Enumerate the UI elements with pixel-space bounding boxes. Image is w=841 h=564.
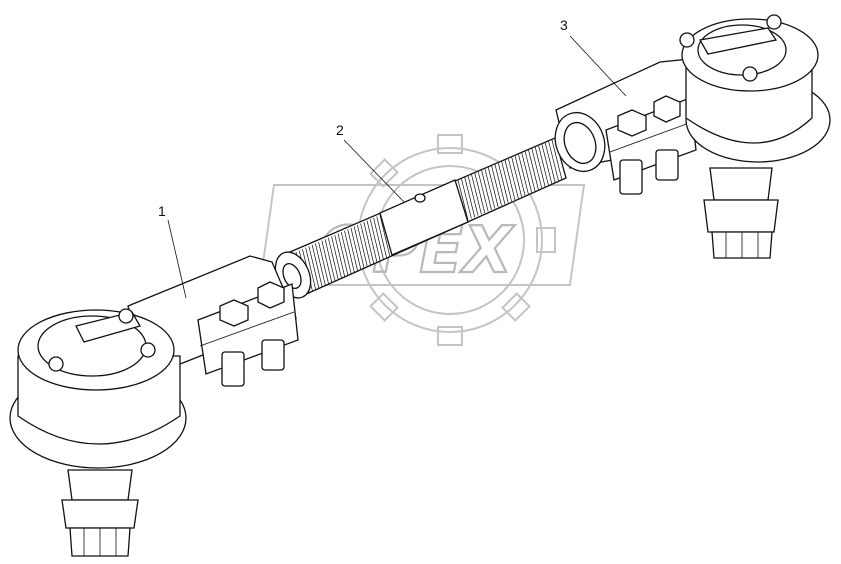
thread-line	[350, 227, 362, 270]
clamp-bolt-right	[617, 95, 681, 195]
leader-line-3	[569, 35, 627, 97]
part-3-right-tie-rod-end	[554, 14, 831, 259]
thread-line	[321, 240, 333, 283]
clamp-bolt-left	[219, 281, 285, 387]
thread-line	[461, 178, 472, 219]
thread-line	[334, 234, 346, 278]
thread-line	[521, 152, 533, 193]
thread-line	[327, 237, 339, 280]
thread-line	[363, 222, 375, 265]
callout-2: 2	[336, 122, 405, 203]
thread-line	[324, 239, 336, 282]
ball-stud-left	[67, 469, 133, 501]
thread-line	[347, 229, 359, 272]
thread-line	[528, 149, 539, 191]
cover-bolt-left-3	[140, 342, 156, 358]
thread-line	[305, 247, 317, 290]
thread-line	[484, 168, 496, 209]
thread-line	[481, 169, 492, 211]
thread-line	[357, 224, 368, 268]
thread-line	[494, 164, 506, 205]
thread-line	[467, 175, 479, 216]
thread-line	[504, 159, 516, 201]
thread-line	[501, 161, 512, 202]
thread-line	[491, 165, 502, 206]
thread-line	[544, 142, 556, 183]
thread-line	[464, 177, 476, 218]
thread-line	[534, 147, 546, 188]
thread-line	[538, 145, 549, 186]
thread-line	[315, 243, 326, 286]
thread-line	[511, 157, 523, 198]
thread-line	[531, 148, 543, 189]
thread-line	[340, 231, 352, 275]
thread-section-right	[457, 139, 563, 221]
thread-line	[487, 167, 499, 208]
thread-line	[524, 151, 536, 192]
callout-3: 3	[560, 17, 627, 97]
part-2-adjusting-tube	[274, 137, 567, 299]
thread-line	[366, 220, 378, 263]
ball-stud-right	[709, 167, 773, 201]
thread-line	[518, 154, 529, 195]
thread-line	[551, 139, 563, 181]
thread-line	[308, 246, 320, 289]
cover-bolt-right-2	[766, 14, 782, 30]
thread-line	[457, 179, 469, 221]
thread-line	[379, 214, 391, 258]
thread-line	[331, 236, 342, 279]
thread-line	[508, 158, 519, 199]
thread-line	[369, 219, 381, 262]
thread-line	[353, 226, 365, 269]
cover-bolt-left-2	[118, 308, 134, 324]
callout-1: 1	[158, 203, 187, 299]
thread-line	[474, 172, 486, 213]
cover-screw-right	[698, 27, 778, 55]
callout-label-1: 1	[158, 203, 166, 219]
thread-line	[318, 241, 329, 285]
tube-end-hole	[282, 263, 302, 289]
callout-label-3: 3	[560, 17, 568, 33]
thread-line	[497, 162, 509, 203]
thread-line	[344, 230, 355, 273]
cover-bolt-left-1	[48, 356, 64, 372]
thread-section-left	[295, 214, 391, 295]
thread-line	[514, 155, 526, 196]
part-1-left-tie-rod-end	[9, 255, 299, 557]
callout-label-2: 2	[336, 122, 344, 138]
watermark-frame	[258, 184, 586, 286]
leader-line-2	[343, 139, 405, 203]
thread-line	[311, 244, 323, 287]
cover-bolt-right-1	[679, 32, 695, 48]
thread-line	[477, 171, 489, 212]
thread-line	[373, 217, 384, 260]
cover-bolt-right-3	[742, 66, 758, 82]
leader-line-1	[167, 219, 187, 299]
thread-line	[471, 174, 482, 215]
thread-line	[541, 144, 553, 185]
tube-center-hole	[414, 193, 426, 203]
thread-line	[548, 141, 559, 182]
thread-line	[376, 216, 388, 259]
thread-line	[337, 233, 349, 276]
thread-line	[360, 223, 371, 266]
